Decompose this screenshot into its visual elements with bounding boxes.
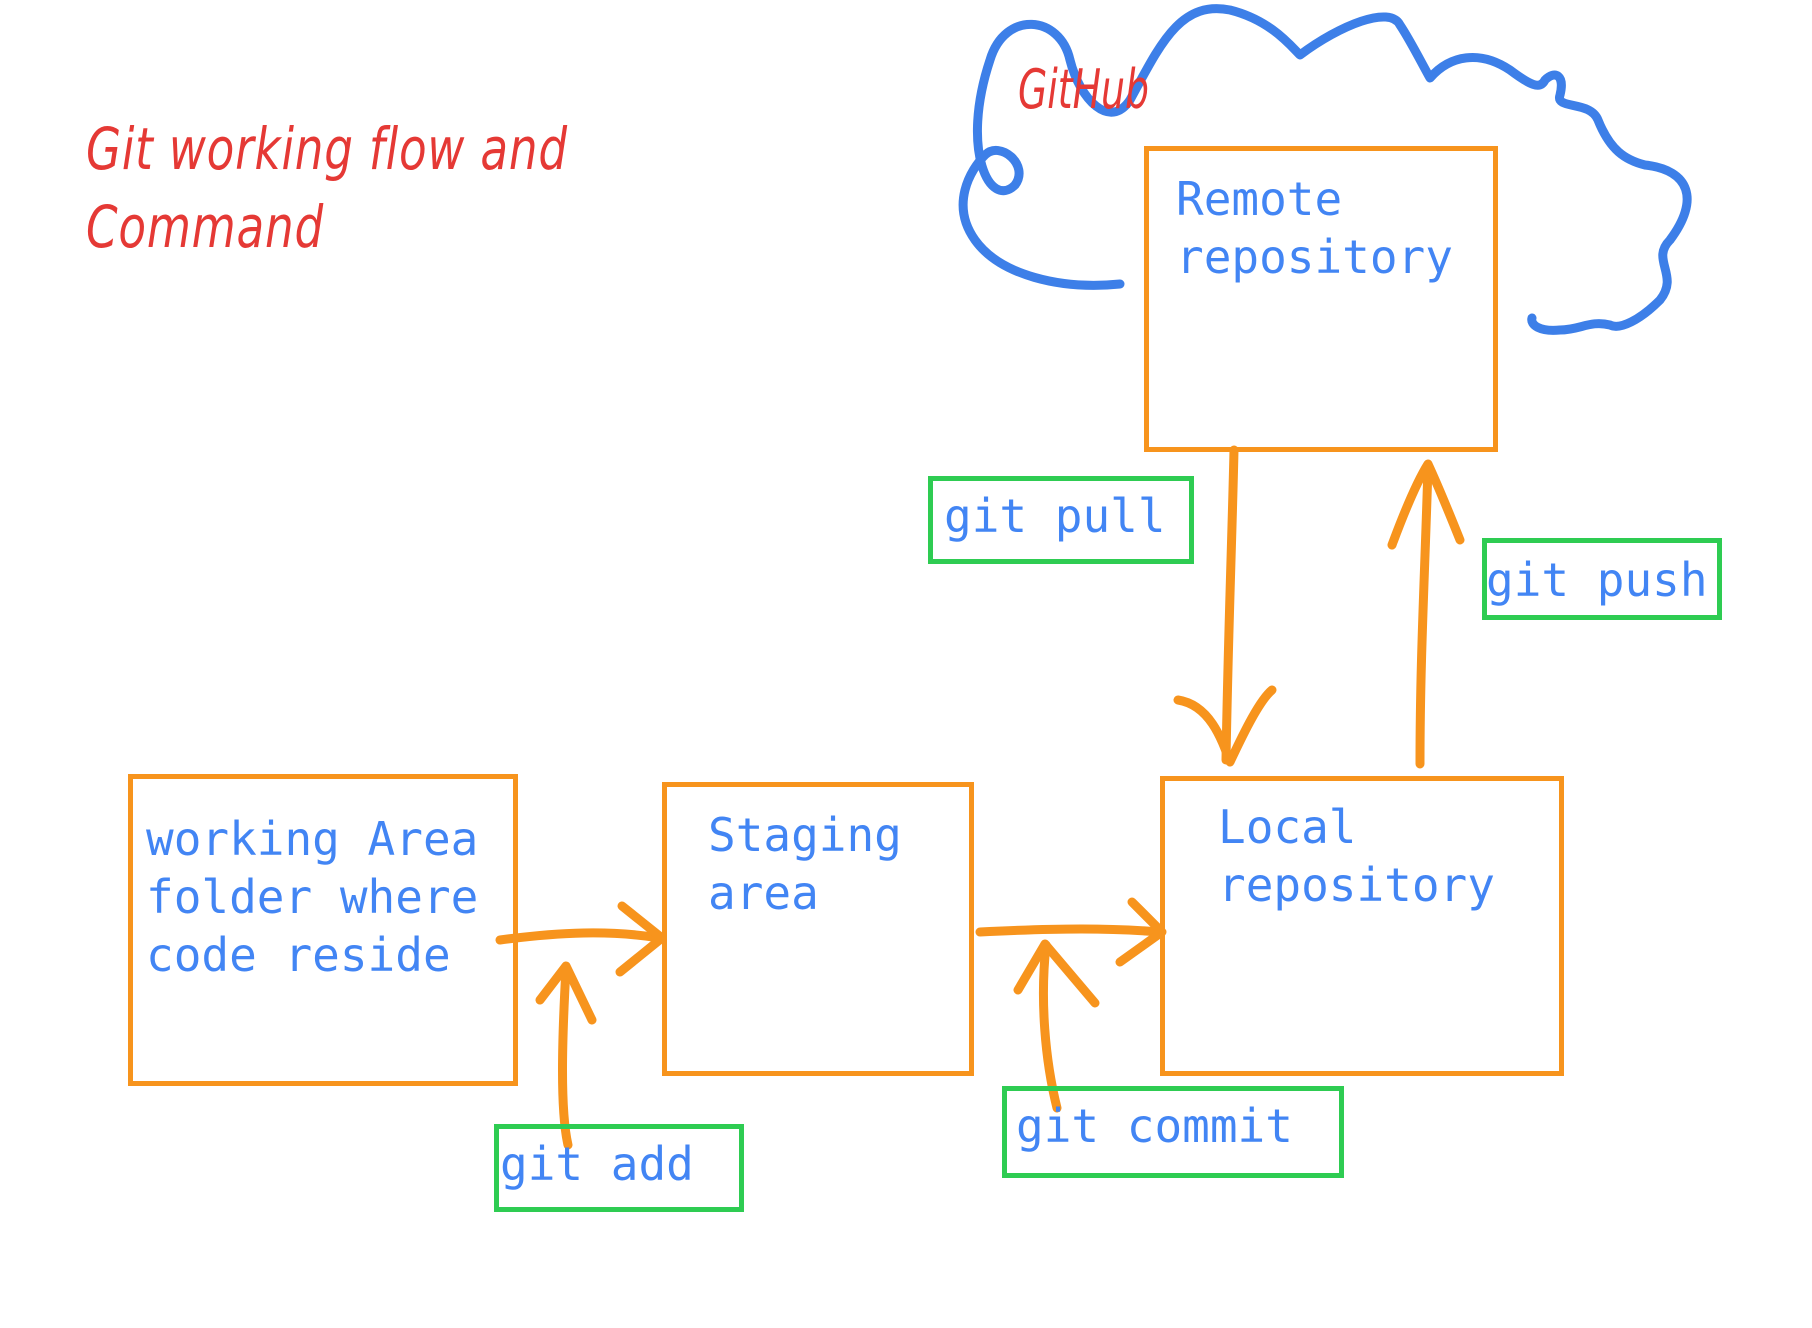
staging-area-line-2: area	[708, 866, 819, 920]
staging-area-text: Staging area	[708, 806, 902, 922]
title-line-2: Command	[86, 193, 324, 261]
git-push-label: git push	[1486, 553, 1708, 607]
remote-repository-line-1: Remote	[1176, 172, 1343, 226]
working-area-line-1: working Area	[146, 812, 479, 866]
local-repository-text: Local repository	[1218, 798, 1495, 914]
arrow-git-add-up	[535, 961, 597, 1150]
working-area-line-3: code reside	[146, 928, 451, 982]
git-commit-label: git commit	[1016, 1099, 1293, 1153]
github-cloud-outline	[958, 4, 1692, 335]
arrow-remote-to-local	[1173, 445, 1277, 767]
arrow-working-to-staging	[495, 901, 667, 977]
git-add-box	[494, 1124, 744, 1212]
local-repository-box	[1160, 776, 1564, 1076]
git-pull-label: git pull	[944, 489, 1166, 543]
local-repository-line-1: Local	[1218, 800, 1357, 854]
arrow-git-commit-up	[1013, 939, 1100, 1113]
remote-repository-line-2: repository	[1176, 230, 1453, 284]
title-line-1: Git working flow and	[86, 115, 568, 183]
remote-repository-text: Remote repository	[1176, 170, 1453, 286]
arrow-local-to-remote	[1387, 459, 1465, 769]
git-add-label: git add	[500, 1137, 694, 1191]
git-pull-box	[928, 476, 1194, 564]
diagram-title: Git working flow and Command	[86, 110, 568, 266]
staging-area-box	[662, 782, 974, 1076]
working-area-box	[128, 774, 518, 1086]
working-area-text: working Area folder where code reside	[146, 810, 478, 984]
staging-area-line-1: Staging	[708, 808, 902, 862]
remote-repository-box	[1144, 146, 1498, 452]
github-label: GitHub	[1018, 58, 1149, 121]
git-push-box	[1482, 538, 1722, 620]
git-commit-box	[1002, 1086, 1344, 1178]
working-area-line-2: folder where	[146, 870, 479, 924]
arrow-staging-to-local	[975, 897, 1167, 967]
local-repository-line-2: repository	[1218, 858, 1495, 912]
